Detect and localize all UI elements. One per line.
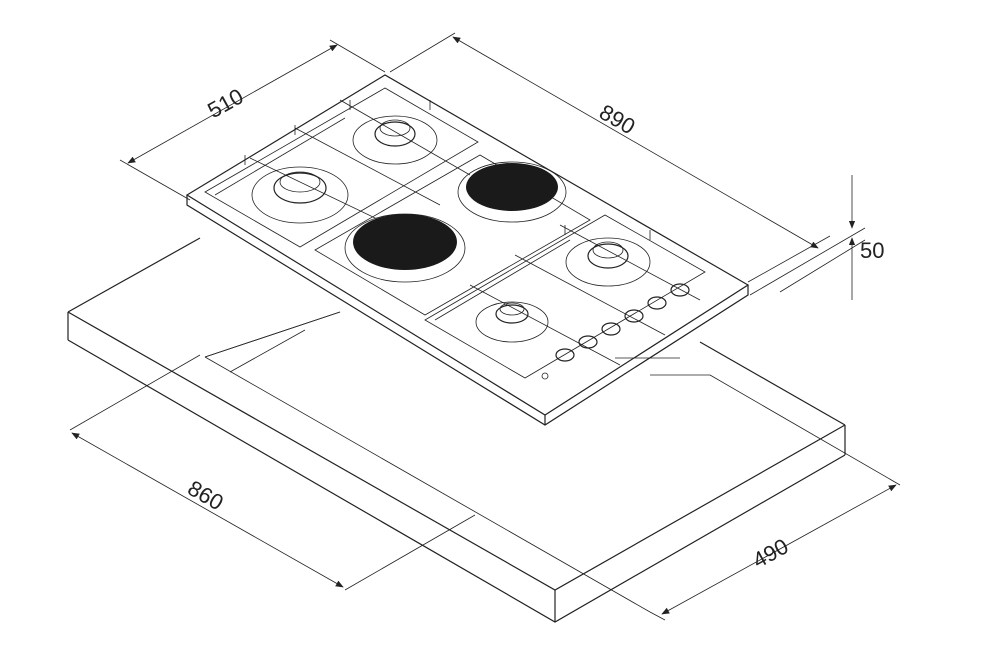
countertop-block — [67, 237, 846, 623]
hob — [185, 74, 750, 426]
label-490: 490 — [748, 533, 792, 573]
gas-burner — [475, 301, 549, 343]
label-890: 890 — [595, 99, 639, 139]
dimension-490: 490 — [649, 374, 901, 621]
label-860: 860 — [183, 475, 227, 515]
gas-burner — [251, 166, 349, 224]
label-510: 510 — [203, 83, 247, 123]
electric-plate — [457, 161, 567, 223]
control-knobs — [541, 283, 690, 380]
dimension-510: 510 — [119, 39, 386, 201]
electric-plate — [344, 213, 466, 283]
label-50: 50 — [860, 238, 884, 263]
gas-burner — [352, 115, 438, 165]
dimension-860: 860 — [69, 354, 476, 591]
gas-burner — [565, 237, 651, 287]
dimension-50: 50 — [749, 175, 884, 300]
